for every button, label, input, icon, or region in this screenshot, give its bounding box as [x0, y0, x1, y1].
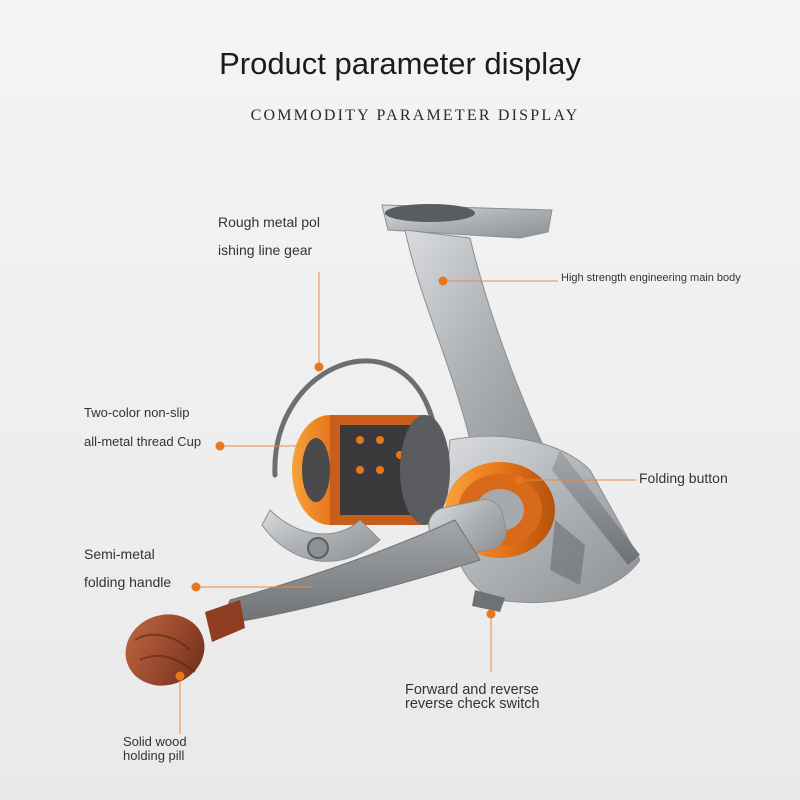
spool	[292, 415, 450, 525]
callout-check-switch-line2: reverse check switch	[405, 696, 540, 712]
callout-check-switch-line1: Forward and reverse	[405, 682, 539, 698]
callout-check-switch: Forward and reverse reverse check switch	[405, 682, 540, 712]
page-subtitle: COMMODITY PARAMETER DISPLAY	[250, 107, 580, 124]
rotor-arm	[261, 509, 381, 562]
handle-arm	[219, 499, 507, 626]
callout-folding-handle: Semi-metal folding handle	[84, 540, 171, 596]
callout-line-gear-line2: ishing line gear	[218, 242, 313, 258]
callout-line-gear: Rough metal pol ishing line gear	[218, 208, 320, 264]
callout-thread-cup-line1: Two-color non-slip	[84, 405, 190, 420]
callout-line-gear-line1: Rough metal pol	[218, 214, 320, 230]
callout-leaders	[179, 272, 636, 734]
callout-folding-button: Folding button	[639, 470, 728, 486]
callout-main-body: High strength engineering main body	[561, 272, 741, 284]
wood-knob	[125, 600, 245, 686]
callout-wood-pill: Solid wood holding pill	[123, 735, 187, 763]
line-roller	[307, 537, 329, 559]
check-switch-lever	[472, 590, 505, 612]
callout-wood-pill-line1: Solid wood	[123, 734, 187, 749]
callout-folding-handle-line1: Semi-metal	[84, 546, 155, 562]
callout-thread-cup: Two-color non-slip all-metal thread Cup	[84, 398, 201, 456]
page-title: Product parameter display	[219, 46, 581, 81]
callout-folding-handle-line2: folding handle	[84, 574, 172, 590]
callout-wood-pill-line2: holding pill	[123, 748, 185, 763]
callout-thread-cup-line2: all-metal thread Cup	[84, 434, 202, 449]
bail-wire	[272, 358, 438, 478]
reel-foot	[381, 204, 553, 239]
callout-dots	[175, 276, 524, 681]
